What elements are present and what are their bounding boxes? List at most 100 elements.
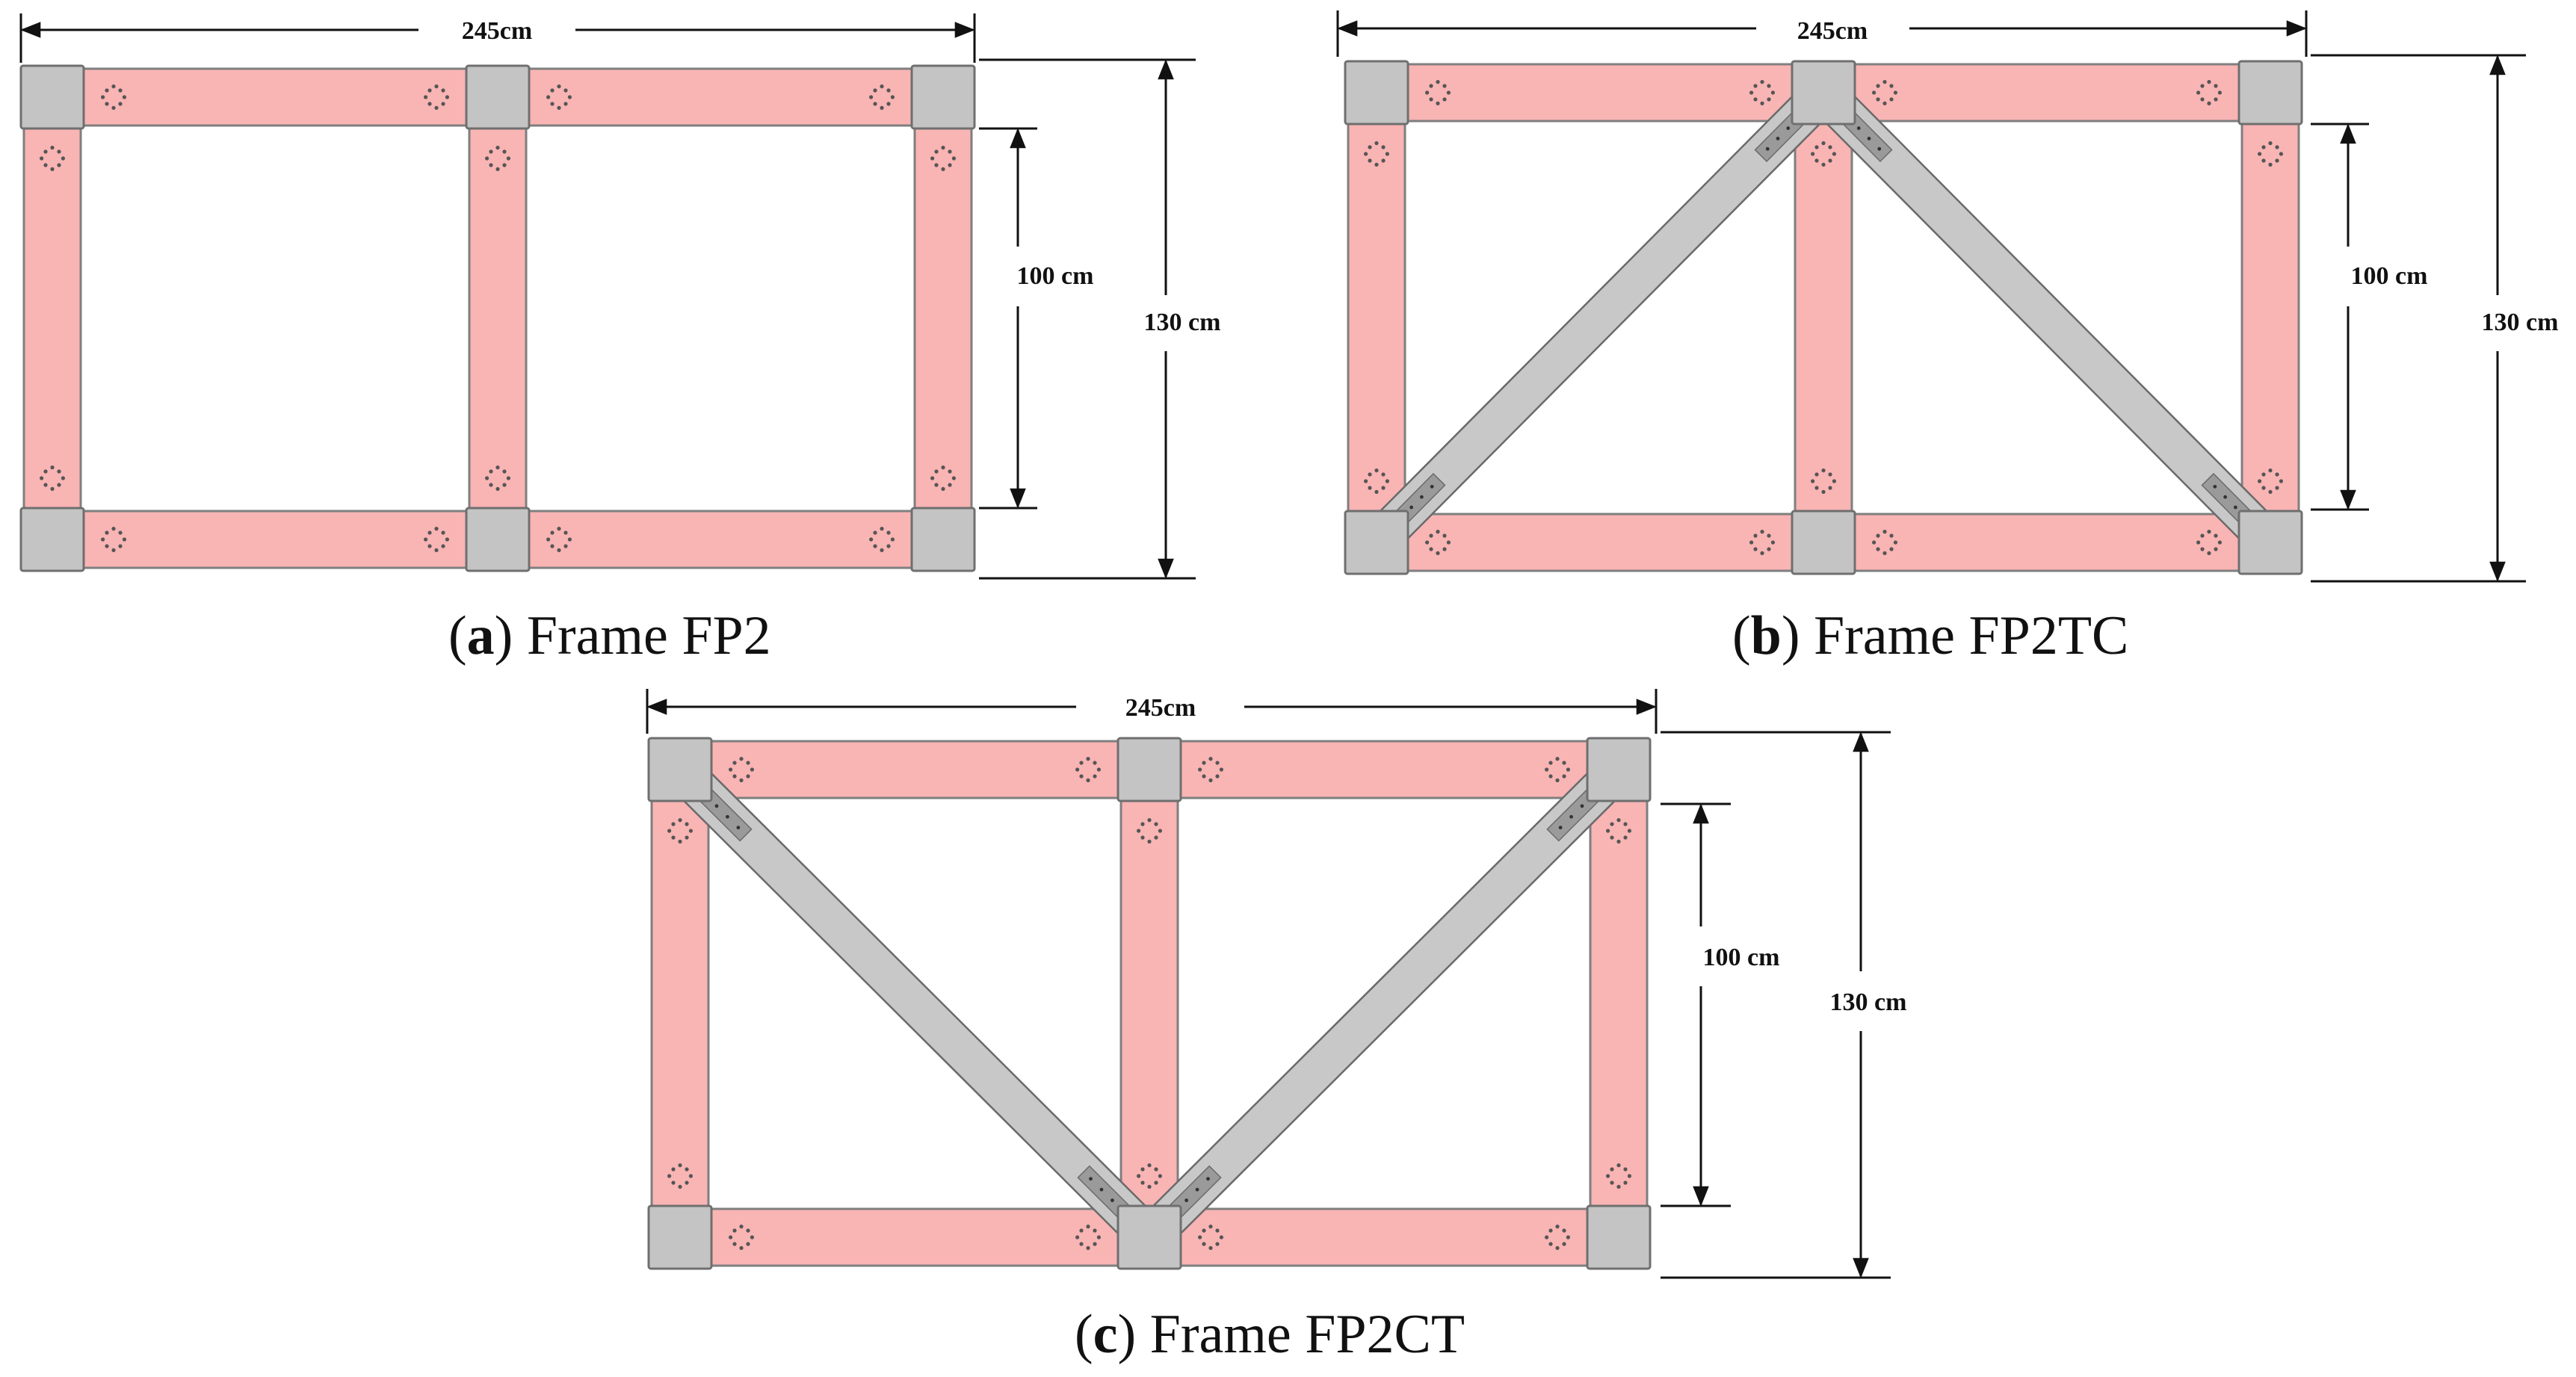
nail-dot [886,530,891,535]
nail-dot [1436,101,1440,105]
nail-dot [685,822,689,826]
nail-dot [1381,472,1386,477]
timber-post [22,96,82,541]
nail-dot [550,102,555,106]
nail-dot [1811,152,1815,156]
nail-dot [1096,767,1101,772]
nail-dot [1893,90,1897,95]
nail-dot [563,530,568,535]
bolt-dot [1856,126,1861,130]
steel-joint-block [2237,510,2303,575]
nail-dot [2275,486,2279,490]
nail-dot [1770,90,1775,95]
nail-dot [105,544,109,548]
nail-dot [1154,835,1158,840]
nail-dot [105,530,109,535]
timber-post [913,96,973,541]
nail-dot [729,767,733,772]
caption-letter: a [467,605,495,666]
nail-dot [118,530,123,535]
frame-b-caption: (b) Frame FP2TC [1732,605,2128,666]
nail-dot [1876,97,1880,102]
nail-dot [1760,551,1764,556]
nail-dot [50,486,55,492]
nail-dot [1893,540,1897,545]
nail-dot [934,149,939,154]
bolt-dot [1877,146,1882,151]
bolt-dot [1867,137,1871,140]
frame-a-drawing [19,64,976,572]
nail-dot [739,778,744,782]
nail-dot [873,530,877,535]
nail-dot [671,1180,676,1185]
nail-dot [873,88,877,93]
nail-dot [1215,761,1220,765]
nail-dot [2200,533,2205,538]
inner-height-label: 100 cm [1703,944,1780,971]
caption-text: Frame FP2 [527,605,771,666]
nail-dot [1208,1225,1213,1229]
nail-dot [1442,533,1447,538]
nail-dot [1562,1228,1566,1233]
nail-dot [750,767,755,772]
steel-joint-block [647,1204,713,1270]
nail-dot [427,544,432,548]
nail-dot [678,1184,682,1189]
nail-dot [57,469,61,474]
nail-dot [111,527,116,531]
nail-dot [948,469,952,474]
nail-dot [57,163,61,167]
nail-dot [1093,774,1097,779]
bolt-dot [1776,137,1780,140]
nail-dot [1623,822,1628,826]
nail-dot [1876,533,1880,538]
nail-dot [1882,101,1887,105]
bolt-dot [726,814,729,819]
nail-dot [2196,540,2201,545]
nail-dot [441,88,445,93]
nail-dot [1446,540,1451,545]
nail-dot [1616,1184,1621,1189]
nail-dot [1215,1228,1220,1233]
nail-dot [557,527,561,531]
steel-joint-block [1586,737,1652,802]
nail-dot [1202,774,1206,779]
nail-dot [1814,472,1819,477]
nail-dot [1374,489,1379,495]
nail-dot [1889,547,1894,551]
nail-dot [2261,472,2266,477]
nail-dot [427,88,432,93]
timber-post [2240,91,2300,544]
bolt-dot [1569,814,1573,819]
caption-text: Frame FP2TC [1814,605,2128,666]
steel-joint-block [1116,1204,1182,1270]
nail-dot [489,469,493,474]
nail-dot [1208,757,1213,761]
nail-dot [1623,835,1628,840]
nail-dot [739,1225,744,1229]
nail-dot [667,1174,672,1178]
nail-dot [1562,761,1566,765]
nail-dot [434,527,439,531]
nail-dot [1545,767,1549,772]
timber-post [1589,768,1649,1239]
nail-dot [111,105,116,110]
steel-joint-block [465,64,531,130]
nail-dot [1811,479,1815,483]
nail-dot [930,476,935,480]
nail-dot [1202,761,1206,765]
frame-a-caption: (a) Frame FP2 [448,605,771,666]
nail-dot [1079,1228,1084,1233]
nail-dot [1548,1242,1553,1246]
nail-dot [105,102,109,106]
timber-post [1347,91,1406,544]
nail-dot [1385,152,1389,156]
nail-dot [1889,533,1894,538]
nail-dot [1096,1235,1101,1240]
nail-dot [1566,767,1570,772]
bolt-dot [1110,1198,1114,1202]
nail-dot [563,544,568,548]
nail-dot [502,163,507,167]
nail-dot [1202,1242,1206,1246]
nail-dot [1202,1228,1206,1233]
